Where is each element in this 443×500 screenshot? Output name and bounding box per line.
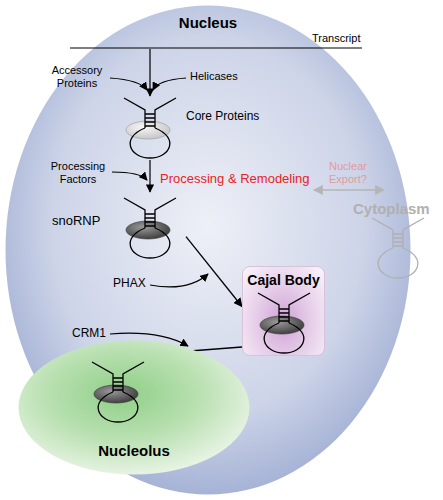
factor-arrow bbox=[150, 274, 208, 287]
annotation-label: Accessory Proteins bbox=[46, 64, 108, 89]
annotation-label: Cytoplasm bbox=[353, 200, 430, 217]
input-arrow bbox=[112, 172, 147, 180]
input-arrow bbox=[110, 78, 147, 90]
ellipse-fill bbox=[19, 341, 250, 475]
cajal-body: Cajal Body bbox=[242, 266, 325, 356]
snornp-particle: snoRNP bbox=[46, 196, 186, 254]
node-title: snoRNP bbox=[52, 214, 100, 229]
annotation-label: Helicases bbox=[190, 70, 238, 83]
core-rnp bbox=[124, 98, 176, 158]
nucleolus-region: Nucleolus bbox=[18, 340, 250, 475]
node-title: Nucleus bbox=[5, 14, 411, 31]
flow-arrow bbox=[149, 49, 150, 96]
annotation-label: Processing Factors bbox=[46, 160, 110, 185]
factor-label: PHAX bbox=[113, 277, 146, 291]
flow-connector bbox=[186, 237, 242, 307]
export-arrow bbox=[314, 189, 384, 190]
snornp-symbol bbox=[92, 362, 144, 422]
flow-arrow bbox=[149, 160, 150, 192]
snornp-symbol bbox=[124, 198, 176, 258]
annotation-label: Transcript bbox=[312, 32, 361, 45]
transcript-line bbox=[70, 47, 362, 48]
ellipse-fill bbox=[6, 6, 411, 495]
factor-label: CRM1 bbox=[72, 327, 106, 341]
node-title: Nucleolus bbox=[18, 442, 250, 459]
snornp-symbol bbox=[258, 293, 310, 353]
cytoplasm-rna bbox=[372, 218, 424, 278]
node-title: Cajal Body bbox=[243, 272, 324, 288]
annotation-label: Processing & Remodeling bbox=[160, 172, 310, 187]
annotation-label: Core Proteins bbox=[186, 110, 259, 124]
input-arrow bbox=[153, 78, 186, 90]
annotation-label: Nuclear Export? bbox=[322, 160, 374, 185]
